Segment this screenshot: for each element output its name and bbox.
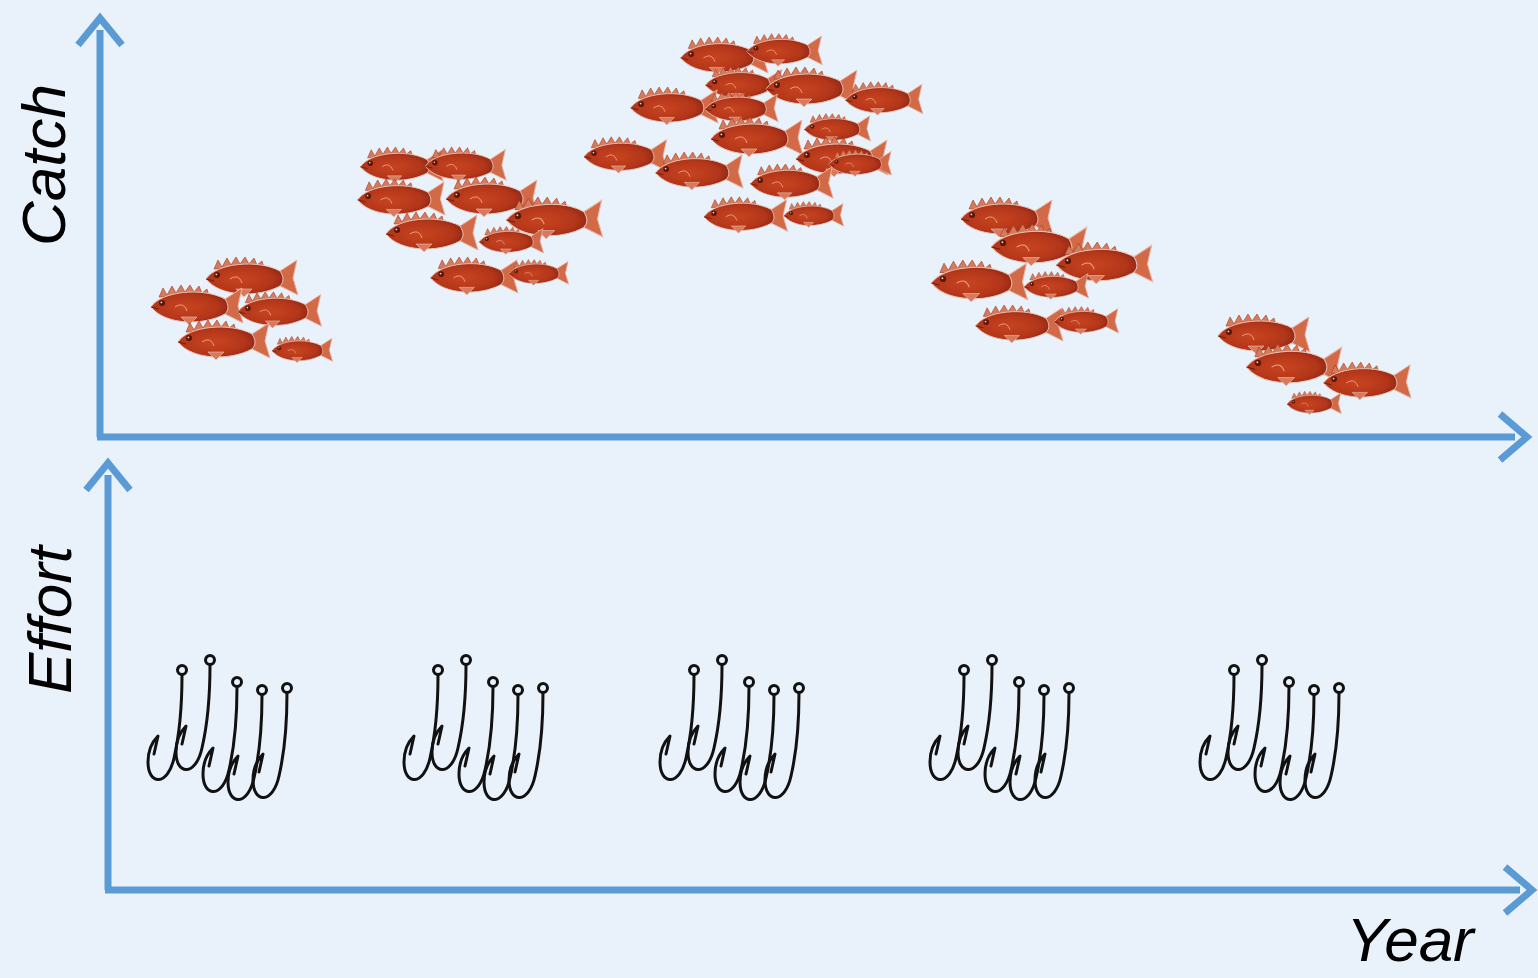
- fish-cluster: [358, 147, 603, 295]
- hook-icon: [930, 666, 969, 780]
- hook-icon: [203, 678, 242, 792]
- hook-icon: [404, 666, 443, 780]
- hook-icon: [1280, 686, 1319, 800]
- hook-cluster: [404, 656, 548, 800]
- fish-icon: [178, 320, 270, 360]
- fish-icon: [631, 87, 718, 125]
- hook-icon: [1010, 686, 1049, 800]
- axis-title: Effort: [19, 546, 81, 694]
- fish-icon: [976, 305, 1063, 343]
- fish-icon: [431, 257, 518, 295]
- fish-icon: [656, 152, 743, 190]
- fish-cluster: [151, 257, 333, 363]
- hook-cluster: [148, 656, 292, 800]
- hook-icon: [985, 678, 1024, 792]
- axis-line: [97, 434, 1515, 441]
- hook-icon: [765, 684, 804, 798]
- axis-arrowhead: [86, 463, 130, 490]
- hook-icon: [253, 684, 292, 798]
- fish-icon: [1054, 307, 1118, 335]
- fish-icon: [358, 179, 445, 217]
- hook-cluster: [1200, 656, 1344, 800]
- fish-cluster: [1218, 314, 1411, 415]
- axis-arrowhead: [1500, 414, 1527, 460]
- fish-cluster: [584, 34, 923, 234]
- fish-icon: [829, 149, 892, 176]
- hook-cluster: [930, 656, 1074, 800]
- axis-line: [105, 887, 1520, 894]
- hook-icon: [1255, 678, 1294, 792]
- fish-icon: [206, 257, 298, 297]
- fish-icon: [766, 67, 858, 107]
- hook-icon: [509, 684, 548, 798]
- axis-title: Catch: [13, 84, 75, 246]
- fish-icon: [711, 117, 803, 157]
- hook-icon: [740, 686, 779, 800]
- effort-axes: [86, 463, 1532, 913]
- axis-title: Year: [1346, 909, 1474, 971]
- fish-icon: [747, 34, 822, 67]
- hook-icon: [660, 666, 699, 780]
- fish-icon: [238, 292, 322, 328]
- hook-icon: [148, 666, 187, 780]
- axis-arrowhead: [78, 18, 122, 45]
- fish-icon: [584, 137, 668, 173]
- fish-icon: [425, 147, 506, 182]
- hook-icon: [1200, 666, 1239, 780]
- hook-icon: [228, 686, 267, 800]
- fish-icon: [272, 336, 333, 362]
- axis-line: [105, 475, 112, 890]
- fish-icon: [151, 285, 243, 325]
- fish-icon: [932, 260, 1028, 302]
- fish-icon: [1057, 242, 1153, 284]
- fish-icon: [750, 164, 833, 200]
- fish-icon: [804, 114, 870, 143]
- fish-icon: [784, 202, 844, 228]
- fish-icon: [386, 212, 478, 252]
- hook-icon: [1305, 684, 1344, 798]
- fish-icon: [509, 260, 569, 286]
- catch-axes: [78, 18, 1527, 460]
- fish-icon: [1287, 391, 1341, 415]
- fish-cluster: [932, 197, 1153, 343]
- fish-icon: [479, 227, 543, 255]
- fish-icon: [1324, 362, 1411, 400]
- fish-icon: [1024, 272, 1088, 300]
- hook-icon: [715, 678, 754, 792]
- axis-arrowhead: [1505, 867, 1532, 913]
- hook-icon: [484, 686, 523, 800]
- hook-cluster: [660, 656, 804, 800]
- fish-icon: [704, 197, 788, 233]
- hook-icon: [459, 678, 498, 792]
- hook-icon: [1035, 684, 1074, 798]
- fish-icon: [846, 82, 923, 116]
- axis-line: [97, 30, 104, 437]
